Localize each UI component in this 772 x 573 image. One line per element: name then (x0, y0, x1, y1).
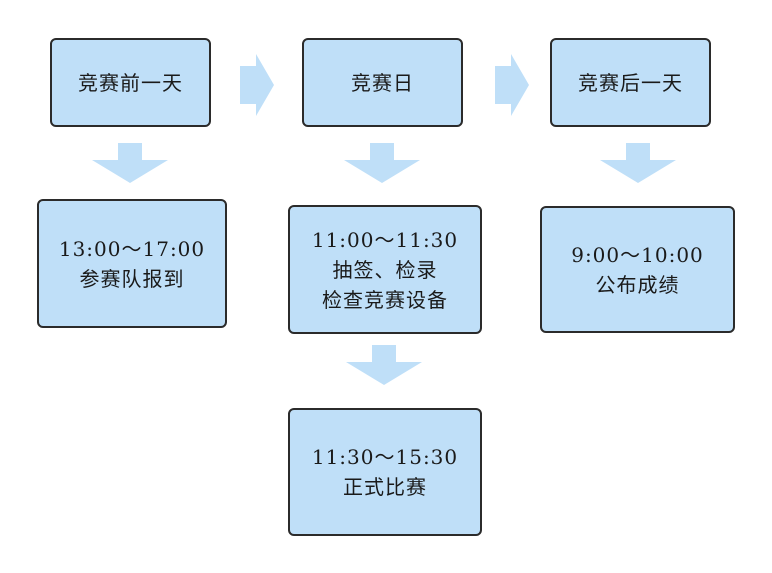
step-description: 公布成绩 (595, 272, 680, 297)
down-arrow-icon (92, 143, 168, 183)
day-2-step-2-box: 11:30～15:30 正式比赛 (288, 408, 482, 536)
down-arrow-icon (346, 345, 422, 385)
step-description: 检查竞赛设备 (322, 287, 448, 312)
day-1-header-label: 竞赛前一天 (78, 70, 183, 95)
step-time: 9:00～10:00 (571, 242, 704, 267)
day-1-step-1-box: 13:00～17:00 参赛队报到 (37, 199, 227, 328)
step-description: 抽签、检录 (332, 257, 438, 282)
step-time: 11:00～11:30 (311, 227, 459, 252)
day-2-header-label: 竞赛日 (351, 70, 414, 95)
day-2-header-box: 竞赛日 (302, 38, 463, 127)
step-time: 11:30～15:30 (311, 445, 459, 469)
day-3-header-label: 竞赛后一天 (578, 70, 683, 95)
step-description: 正式比赛 (343, 475, 427, 499)
day-2-step-1-box: 11:00～11:30 抽签、检录 检查竞赛设备 (288, 205, 482, 334)
right-arrow-icon (240, 54, 274, 116)
down-arrow-icon (344, 143, 420, 183)
day-3-header-box: 竞赛后一天 (550, 38, 711, 127)
day-3-step-1-box: 9:00～10:00 公布成绩 (540, 206, 735, 333)
down-arrow-icon (600, 143, 676, 183)
step-time: 13:00～17:00 (58, 236, 206, 261)
right-arrow-icon (495, 54, 529, 116)
step-description: 参赛队报到 (79, 266, 185, 291)
day-1-header-box: 竞赛前一天 (50, 38, 211, 127)
